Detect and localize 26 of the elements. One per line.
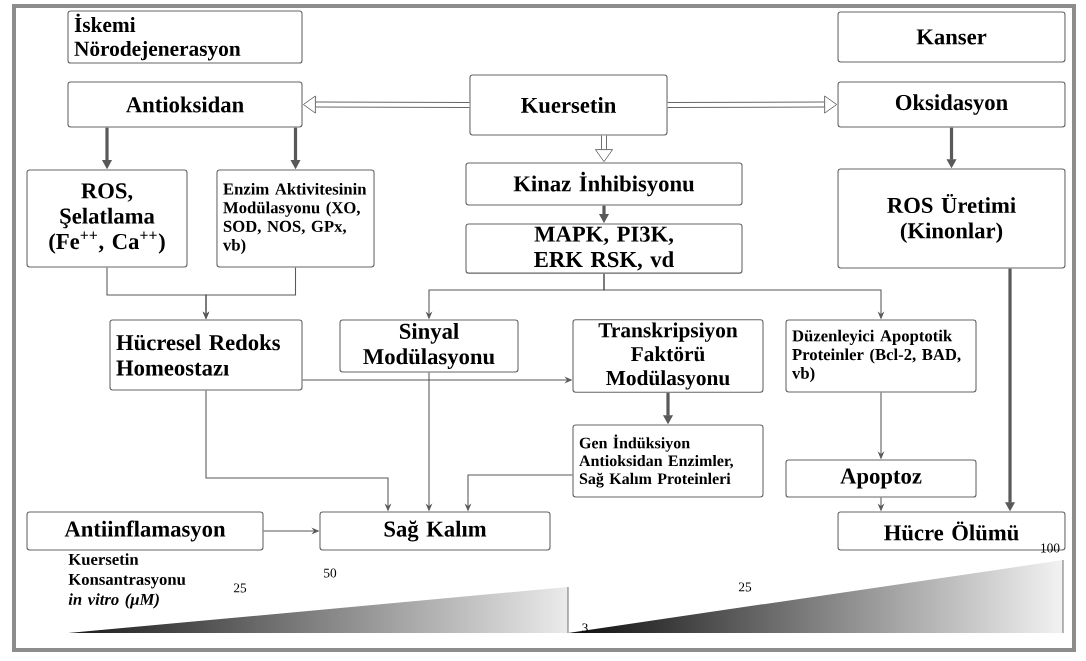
arrow <box>595 135 613 163</box>
process-box: Antioksidan <box>67 81 303 128</box>
process-box: Gen İndüksiyon Antioksidan Enzimler, Sağ Kalım Proteinleri <box>572 424 764 498</box>
process-box: ROS, Şelatlama (Fe$^{++}$, Ca$^{++}$) <box>26 169 188 268</box>
scale-value: 25 <box>738 582 752 592</box>
process-box: Hücresel Redoks Homeostazı <box>109 319 303 391</box>
scale-value: 100 <box>1041 543 1060 553</box>
arrow <box>667 95 838 114</box>
scale-value: 25 <box>233 583 247 593</box>
process-box: Antiinflamasyon <box>26 511 264 551</box>
process-box: Enzim Aktivitesinin Modülasyonu (XO, SOD, NOS, GPx, vb) <box>216 169 375 268</box>
process-box: Kuersetin <box>469 74 668 136</box>
process-box: Kanser <box>837 11 1066 63</box>
process-box: İskemi Nörodejenerasyon <box>67 10 303 64</box>
process-box: Transkripsiyon Faktörü Modülasyonu <box>572 319 764 393</box>
process-box: Oksidasyon <box>837 81 1066 128</box>
process-box: MAPK, PI3K, ERK RSK, vd <box>465 223 743 274</box>
scale-value: 50 <box>324 568 337 578</box>
process-box: Apoptoz <box>785 459 977 498</box>
arrow <box>302 95 470 114</box>
scale-value: 3 <box>582 623 588 633</box>
process-box: ROS Üretimi (Kinonlar) <box>837 168 1066 269</box>
process-box: Düzenleyici Apoptotik Proteinler (Bcl-2, BAD, vb) <box>785 319 977 393</box>
process-box: Kinaz İnhibisyonu <box>465 162 743 206</box>
process-box: Sinyal Modülasyonu <box>339 319 519 373</box>
process-box: Sağ Kalım <box>319 511 551 551</box>
